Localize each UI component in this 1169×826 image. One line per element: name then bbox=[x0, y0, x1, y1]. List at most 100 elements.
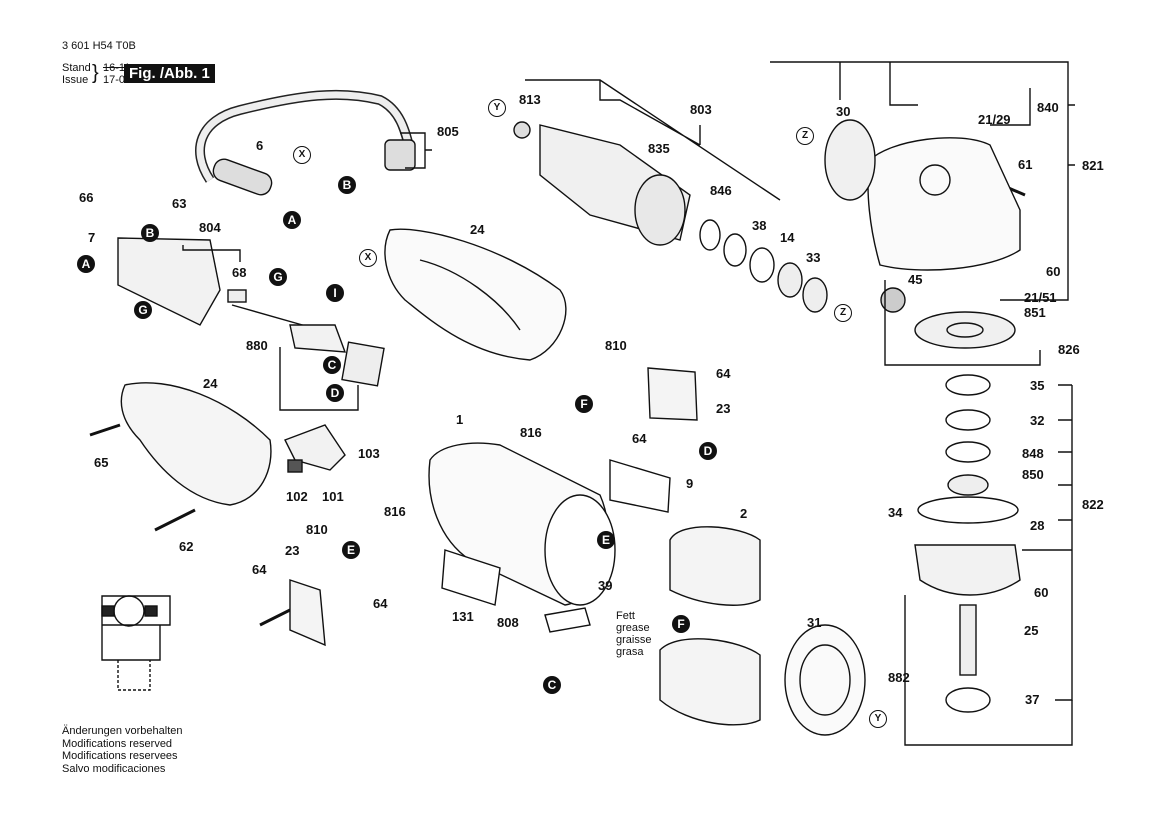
marker-y-endcap: Y bbox=[869, 710, 887, 728]
modifications-notice: Änderungen vorbehalten Modifications res… bbox=[62, 725, 182, 775]
end-cap-31 bbox=[784, 624, 866, 736]
label-64-left: 64 bbox=[252, 562, 267, 577]
label-848: 848 bbox=[1022, 446, 1044, 461]
bearing-850 bbox=[947, 474, 989, 496]
label-28: 28 bbox=[1030, 518, 1045, 533]
label-14: 14 bbox=[780, 230, 795, 245]
label-62: 62 bbox=[179, 539, 194, 554]
bevel-gear-30 bbox=[824, 119, 876, 201]
connector-e-brush: E bbox=[342, 541, 360, 559]
connector-g-module: G bbox=[269, 268, 287, 286]
label-816-bottom: 816 bbox=[384, 504, 406, 519]
brace-icon: } bbox=[92, 62, 99, 84]
connector-c-field: C bbox=[543, 676, 561, 694]
label-9: 9 bbox=[686, 476, 694, 491]
label-64-top: 64 bbox=[716, 366, 731, 381]
brush-cover-23-top bbox=[647, 367, 698, 421]
grease-fr: graisse bbox=[616, 634, 652, 646]
label-840: 840 bbox=[1037, 100, 1059, 115]
field-coil-bottom bbox=[659, 638, 761, 726]
switch-lever bbox=[284, 424, 346, 471]
label-103: 103 bbox=[358, 446, 380, 461]
connector-g-switch: G bbox=[134, 301, 152, 319]
label-64-mid: 64 bbox=[632, 431, 647, 446]
connector-a-cord: A bbox=[283, 211, 301, 229]
label-60-top: 60 bbox=[1046, 264, 1061, 279]
label-813: 813 bbox=[519, 92, 541, 107]
marker-x-cord: X bbox=[293, 146, 311, 164]
pinion-45 bbox=[880, 287, 906, 313]
label-61: 61 bbox=[1018, 157, 1033, 172]
label-66: 66 bbox=[79, 190, 94, 205]
label-803: 803 bbox=[690, 102, 712, 117]
label-810-bottom: 810 bbox=[306, 522, 328, 537]
label-32: 32 bbox=[1030, 413, 1045, 428]
screw-62 bbox=[154, 508, 196, 532]
connector-d-module: D bbox=[326, 384, 344, 402]
label-821: 821 bbox=[1082, 158, 1104, 173]
ring-34-28 bbox=[917, 496, 1019, 524]
connector-f-field: F bbox=[672, 615, 690, 633]
connector-a-switch: A bbox=[77, 255, 95, 273]
label-31: 31 bbox=[807, 615, 822, 630]
label-880: 880 bbox=[246, 338, 268, 353]
label-101: 101 bbox=[322, 489, 344, 504]
label-33: 33 bbox=[806, 250, 821, 265]
label-24-top: 24 bbox=[470, 222, 485, 237]
switch-slider bbox=[227, 289, 247, 303]
field-coil-top bbox=[669, 526, 761, 606]
label-810-top: 810 bbox=[605, 338, 627, 353]
label-805: 805 bbox=[437, 124, 459, 139]
connector-c-module: C bbox=[323, 356, 341, 374]
bearing-813 bbox=[513, 121, 531, 139]
notice-de: Änderungen vorbehalten bbox=[62, 725, 183, 737]
label-822: 822 bbox=[1082, 497, 1104, 512]
switch-module bbox=[289, 324, 347, 353]
seal-35 bbox=[945, 374, 991, 396]
label-63: 63 bbox=[172, 196, 187, 211]
grease-en: grease bbox=[616, 622, 650, 634]
grease-de: Fett bbox=[616, 610, 635, 622]
label-6: 6 bbox=[256, 138, 264, 153]
connector-f-top: F bbox=[575, 395, 593, 413]
screw-64-left bbox=[259, 608, 291, 627]
issue-label: Issue bbox=[62, 74, 89, 86]
handle-half-bottom bbox=[120, 382, 272, 506]
connector-b-switch: B bbox=[141, 224, 159, 242]
label-23-bottom: 23 bbox=[285, 543, 300, 558]
label-45: 45 bbox=[908, 272, 923, 287]
label-68: 68 bbox=[232, 265, 247, 280]
label-30: 30 bbox=[836, 104, 851, 119]
connector-e-field: E bbox=[597, 531, 615, 549]
label-34: 34 bbox=[888, 505, 903, 520]
part-number: 3 601 H54 T0B bbox=[62, 40, 136, 52]
label-850: 850 bbox=[1022, 467, 1044, 482]
spring bbox=[287, 459, 303, 473]
notice-es: Salvo modificaciones bbox=[62, 762, 166, 775]
circlip-848 bbox=[945, 441, 991, 463]
label-21-51: 21/51 bbox=[1024, 290, 1057, 305]
brush-cover-23-bottom bbox=[289, 579, 326, 647]
flange-822 bbox=[914, 544, 1021, 596]
label-60-bottom: 60 bbox=[1034, 585, 1049, 600]
spindle-25 bbox=[959, 604, 977, 676]
label-25: 25 bbox=[1024, 623, 1039, 638]
marker-z-gear: Z bbox=[796, 127, 814, 145]
label-38: 38 bbox=[752, 218, 767, 233]
label-835: 835 bbox=[648, 141, 670, 156]
figure-title: Fig. /Abb. 1 bbox=[124, 64, 215, 83]
label-804: 804 bbox=[199, 220, 221, 235]
screw-65 bbox=[89, 423, 121, 437]
marker-x-handle: X bbox=[359, 249, 377, 267]
label-35: 35 bbox=[1030, 378, 1045, 393]
seal-32 bbox=[945, 409, 991, 431]
marker-z-bearing: Z bbox=[834, 304, 852, 322]
grease-note: Fett grease graisse grasa bbox=[616, 610, 651, 658]
connector-i: I bbox=[326, 284, 344, 302]
label-2: 2 bbox=[740, 506, 748, 521]
switch-housing bbox=[117, 237, 221, 326]
cord-sleeve bbox=[212, 158, 273, 196]
crown-gear-826 bbox=[914, 311, 1016, 349]
label-37: 37 bbox=[1025, 692, 1040, 707]
